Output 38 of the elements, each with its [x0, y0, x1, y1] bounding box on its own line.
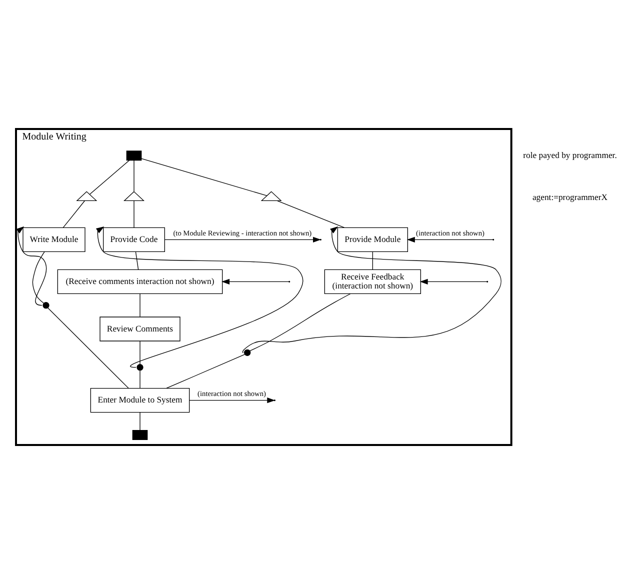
- node-triangle: [76, 191, 98, 201]
- arrow: [242, 226, 502, 353]
- connector: [141, 158, 268, 196]
- node-circle: [42, 302, 50, 309]
- arrow: [406, 236, 494, 242]
- connector: [372, 252, 373, 270]
- node-box: [132, 430, 148, 440]
- node-box: Review Comments: [100, 316, 180, 342]
- node-box: Provide Module: [337, 227, 408, 252]
- node-box: Receive Feedback (interaction not shown): [324, 269, 421, 294]
- node-triangle: [260, 191, 282, 201]
- node-box: (Receive comments interaction not shown): [57, 269, 223, 294]
- connector: [62, 200, 86, 228]
- connector: [277, 200, 345, 228]
- edge-label: (interaction not shown): [198, 389, 266, 398]
- arrow: [420, 278, 488, 284]
- arrow: [222, 278, 290, 284]
- node-box: [126, 150, 142, 161]
- node-circle: [136, 364, 144, 371]
- node-circle: [244, 349, 251, 356]
- node-box: Provide Code: [103, 227, 165, 252]
- node-triangle: [124, 191, 144, 201]
- node-box: Write Module: [22, 227, 86, 252]
- connector: [89, 160, 130, 195]
- edge-label: (interaction not shown): [416, 228, 484, 238]
- connector: [250, 293, 351, 352]
- edge-label: (to Module Reviewing - interaction not shown): [173, 228, 312, 238]
- arrow: [96, 226, 304, 368]
- arrow: [164, 236, 322, 242]
- connector: [166, 354, 246, 389]
- node-box: Enter Module to System: [90, 388, 190, 413]
- label: role payed by programmer.: [523, 150, 617, 160]
- connector: [48, 308, 129, 389]
- connector: [32, 252, 45, 304]
- arrow: [189, 398, 276, 404]
- label: agent:=programmerX: [532, 192, 608, 202]
- connector: [135, 252, 139, 270]
- arrow: [16, 226, 47, 306]
